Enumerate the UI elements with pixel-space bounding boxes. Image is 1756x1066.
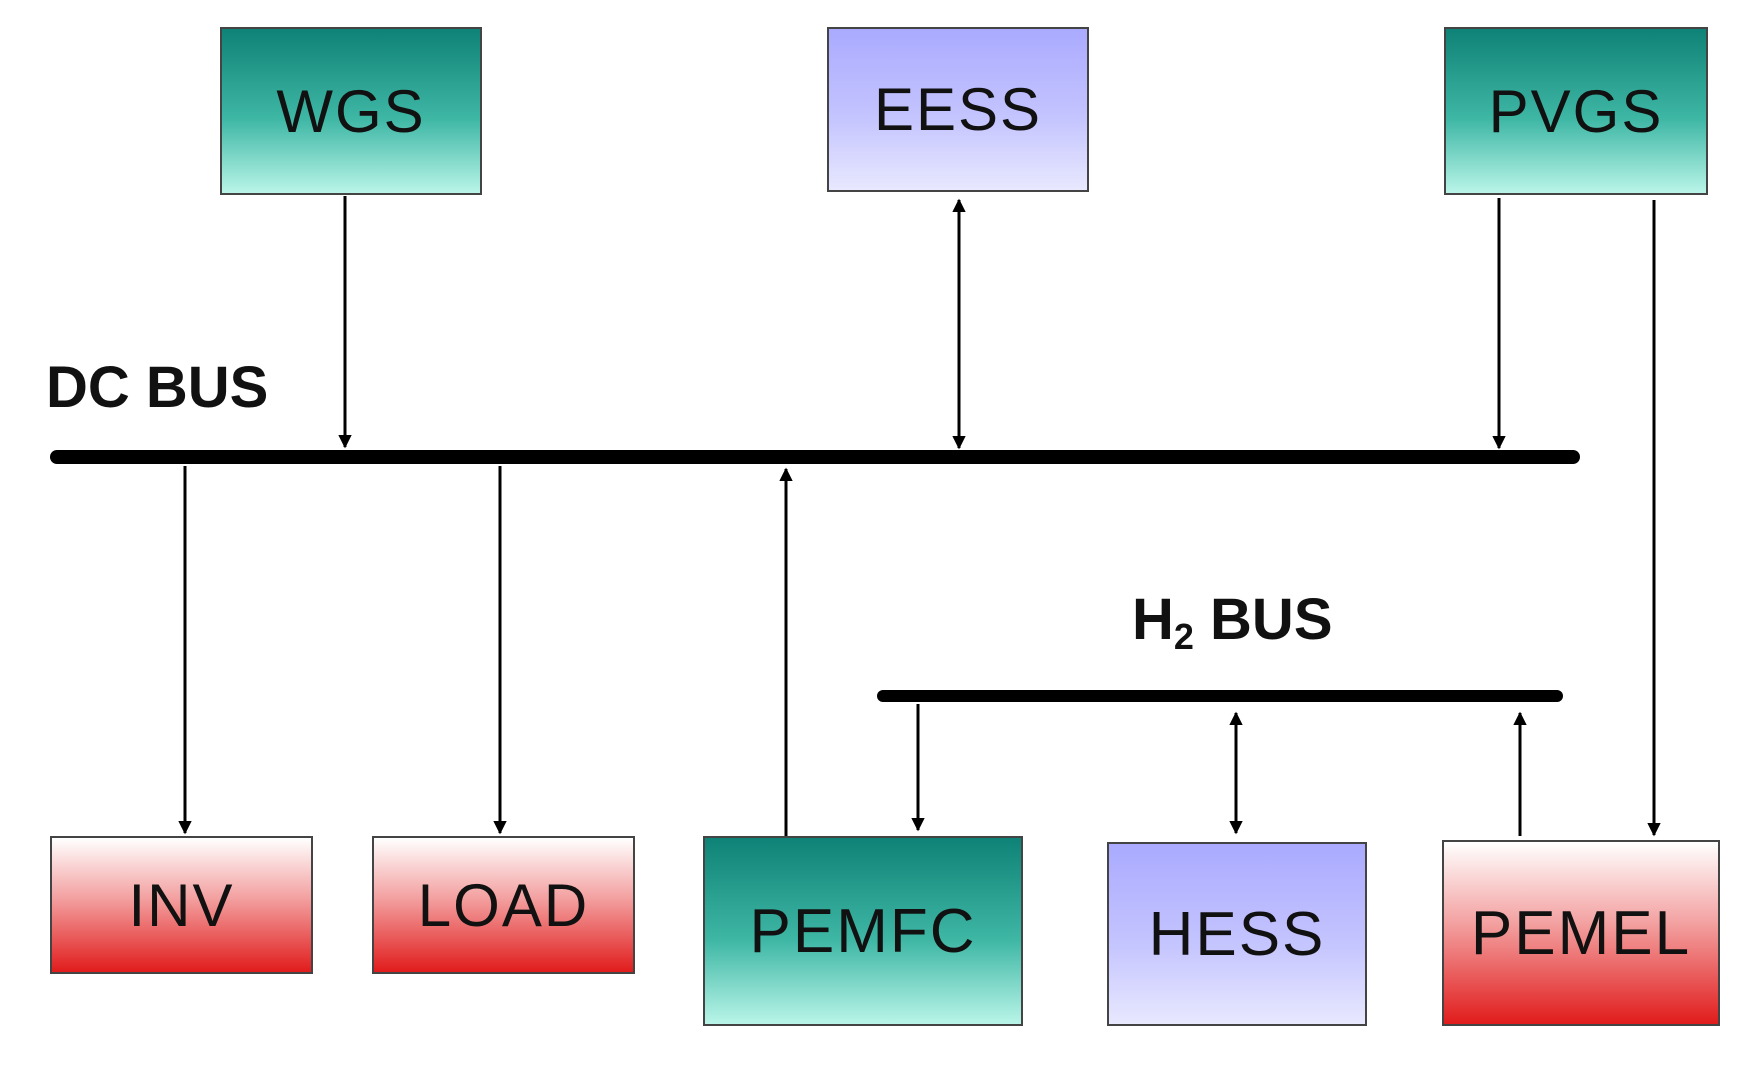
h2-bus-label-suffix: BUS: [1210, 587, 1333, 652]
hess-block: HESS: [1107, 842, 1367, 1026]
inv-label: INV: [128, 871, 235, 939]
load-label: LOAD: [417, 871, 590, 939]
pvgs-label: PVGS: [1488, 77, 1664, 145]
pemel-block: PEMEL: [1442, 840, 1720, 1026]
h2-bus-label: H2 BUS: [1132, 586, 1333, 658]
inv-block: INV: [50, 836, 313, 974]
wgs-block: WGS: [220, 27, 482, 195]
dc-bus-label: DC BUS: [46, 355, 269, 420]
wgs-label: WGS: [276, 77, 426, 145]
pemfc-block: PEMFC: [703, 836, 1023, 1026]
eess-block: EESS: [827, 27, 1089, 192]
pemfc-label: PEMFC: [749, 896, 977, 966]
hess-label: HESS: [1148, 899, 1326, 969]
eess-label: EESS: [873, 76, 1043, 143]
pvgs-block: PVGS: [1444, 27, 1708, 195]
h2-bus-label-subscript: 2: [1173, 616, 1194, 657]
pemel-label: PEMEL: [1470, 898, 1692, 968]
h2-bus-label-prefix: H: [1132, 587, 1174, 652]
load-block: LOAD: [372, 836, 635, 974]
